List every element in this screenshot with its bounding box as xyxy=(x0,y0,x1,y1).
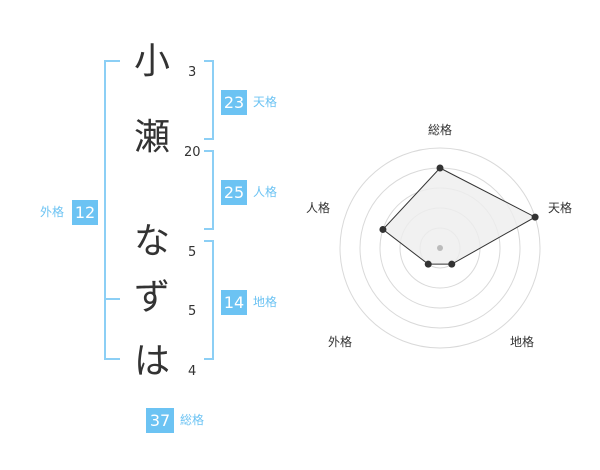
tenkaku-bracket-vertical xyxy=(212,60,214,140)
stroke-count-4: 5 xyxy=(188,304,197,319)
radar-series-area xyxy=(382,167,537,265)
chikaku-label: 地格 xyxy=(253,295,278,309)
stroke-count-2: 20 xyxy=(184,145,201,160)
radar-point xyxy=(448,260,456,268)
name-char-3: な xyxy=(133,221,170,262)
radar-chart: 総格 天格 地格 外格 人格 xyxy=(306,122,572,349)
radar-grid-ring xyxy=(339,147,541,349)
tenkaku-bracket-bottom xyxy=(204,138,214,140)
radar-axis-label-chikaku: 地格 xyxy=(510,334,534,349)
radar-point xyxy=(531,213,539,221)
gaikaku-label: 外格 xyxy=(40,205,65,219)
radar-center-dot xyxy=(437,245,443,251)
radar-point xyxy=(379,225,387,233)
soukaku-value-badge: 37 xyxy=(146,408,174,433)
stroke-count-1: 3 xyxy=(188,65,197,80)
gaikaku-value-badge: 12 xyxy=(72,200,98,225)
radar-axis-label-tenkaku: 天格 xyxy=(548,200,572,215)
tenkaku-bracket-top xyxy=(204,60,214,62)
radar-axis-label-jinkaku: 人格 xyxy=(306,200,330,215)
gaikaku-bracket-vertical xyxy=(104,60,106,360)
jinkaku-label: 人格 xyxy=(253,185,278,199)
gaikaku-bracket-top xyxy=(104,60,120,62)
name-char-1: 小 xyxy=(133,41,170,82)
chikaku-bracket-vertical xyxy=(212,240,214,360)
gaikaku-bracket-mid xyxy=(104,298,120,300)
jinkaku-bracket-top xyxy=(204,150,214,152)
stroke-count-3: 5 xyxy=(188,245,197,260)
tenkaku-value-badge: 23 xyxy=(221,90,247,115)
tenkaku-label: 天格 xyxy=(253,95,278,109)
radar-point xyxy=(424,260,432,268)
chikaku-bracket-top xyxy=(204,240,214,242)
radar-axis-label-gaikaku: 外格 xyxy=(328,334,352,349)
chikaku-bracket-bottom xyxy=(204,358,214,360)
radar-point xyxy=(436,164,444,172)
radar-points xyxy=(379,164,539,268)
jinkaku-bracket-vertical xyxy=(212,150,214,230)
jinkaku-value-badge: 25 xyxy=(221,180,247,205)
stroke-count-5: 4 xyxy=(188,364,197,379)
chikaku-value-badge: 14 xyxy=(221,290,247,315)
soukaku-label: 総格 xyxy=(180,413,205,427)
name-char-5: は xyxy=(133,341,170,382)
gaikaku-bracket-bottom xyxy=(104,358,120,360)
name-char-4: ず xyxy=(133,277,170,318)
name-char-2: 瀬 xyxy=(133,117,170,158)
jinkaku-bracket-bottom xyxy=(204,228,214,230)
radar-axis-label-soukaku: 総格 xyxy=(428,122,452,137)
